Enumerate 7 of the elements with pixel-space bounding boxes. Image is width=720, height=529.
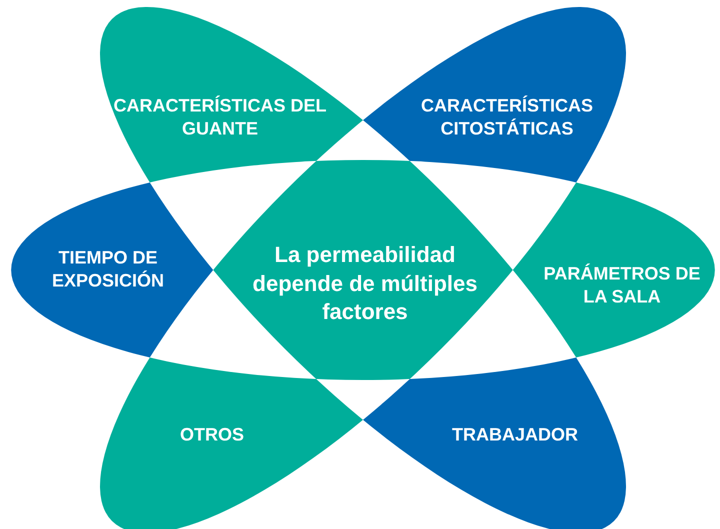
node-label: TRABAJADOR xyxy=(452,423,578,446)
node-label: CARACTERÍSTICAS DEL GUANTE xyxy=(112,94,328,141)
node-label: PARÁMETROS DE LA SALA xyxy=(542,262,702,309)
node-label: OTROS xyxy=(180,423,244,446)
node-label: CARACTERÍSTICAS CITOSTÁTICAS xyxy=(420,94,594,141)
node-label: TIEMPO DE EXPOSICIÓN xyxy=(50,246,166,293)
node-label: La permeabilidad depende de múltiples factores xyxy=(252,241,478,326)
